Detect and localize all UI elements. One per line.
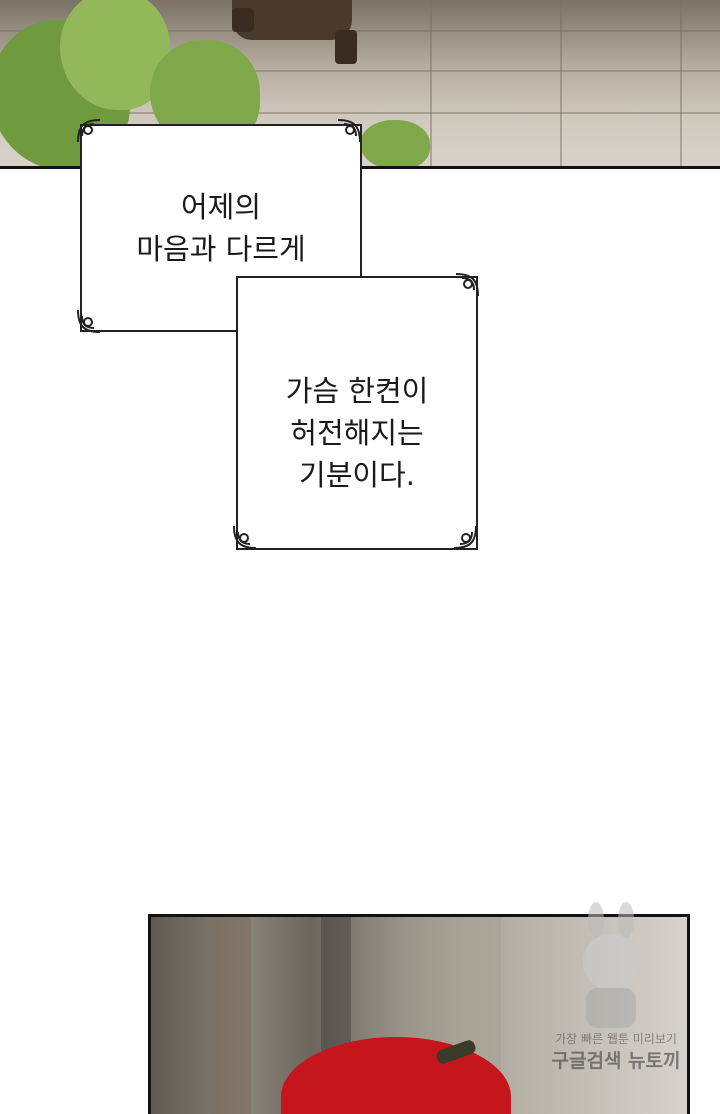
walking-figure-boot [232, 8, 254, 32]
corner-flourish-icon [337, 119, 361, 143]
watermark-bottom-text: 구글검색 뉴토끼 [551, 1050, 681, 1072]
corner-flourish-icon [453, 525, 477, 549]
foliage [360, 120, 430, 166]
corner-flourish-icon [455, 273, 479, 297]
narration-box: 가슴 한켠이 허전해지는 기분이다. [236, 276, 478, 550]
mascot-icon [583, 902, 639, 1028]
narration-line: 마음과 다르게 [136, 232, 306, 266]
background-pillar [211, 917, 251, 1114]
narration-line: 가슴 한켠이 [285, 374, 429, 408]
floor-tile-line [560, 0, 562, 166]
walking-figure-boot [335, 30, 357, 64]
watermark-top-text: 가장 빠른 웹툰 미리보기 [555, 1032, 677, 1046]
floor-tile-line [0, 112, 720, 114]
floor-tile-line [430, 0, 432, 166]
corner-flourish-icon [77, 309, 101, 333]
narration-line: 기분이다. [299, 458, 415, 492]
narration-line: 허전해지는 [290, 416, 424, 450]
caption-join [238, 278, 356, 326]
floor-tile-line [0, 30, 720, 32]
narration-line: 어제의 [180, 190, 262, 224]
floor-tile-line [680, 0, 682, 166]
site-watermark: 가장 빠른 웹툰 미리보기 구글검색 뉴토끼 [536, 900, 696, 1075]
floor-tile-line [0, 70, 720, 72]
corner-flourish-icon [233, 525, 257, 549]
corner-flourish-icon [77, 119, 101, 143]
